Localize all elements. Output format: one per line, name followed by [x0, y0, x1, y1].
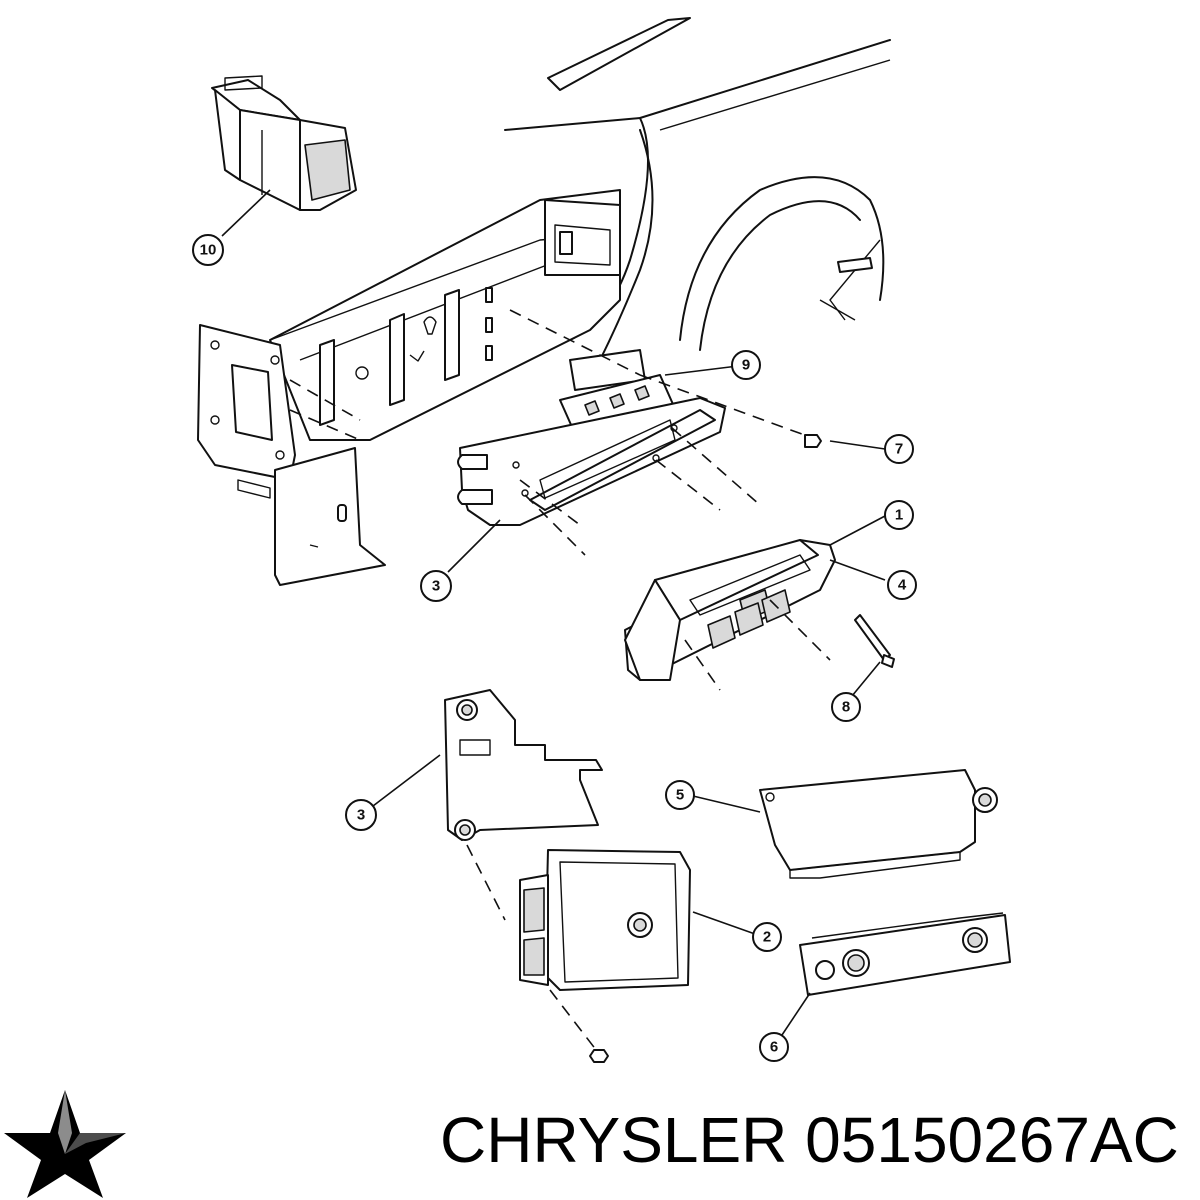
upper-module-bracket — [457, 309, 811, 556]
svg-text:7: 7 — [895, 441, 903, 458]
callout-6: 6 — [759, 1032, 789, 1062]
fender-outline — [504, 17, 891, 361]
callout-2: 2 — [752, 922, 782, 952]
svg-text:3: 3 — [432, 578, 440, 595]
svg-text:8: 8 — [842, 699, 850, 716]
svg-text:4: 4 — [898, 577, 907, 594]
part-5-bracket — [759, 769, 998, 879]
callout-7: 7 — [884, 434, 914, 464]
frame-rail — [197, 189, 621, 586]
bolt-7 — [804, 434, 822, 448]
callout-9: 9 — [731, 350, 761, 380]
part-2-ecu — [519, 849, 691, 1063]
part-10-bracket — [211, 75, 357, 211]
part-6-plate — [799, 912, 1011, 996]
callout-10: 10 — [192, 234, 224, 266]
svg-text:1: 1 — [895, 507, 903, 524]
part-caption: CHRYSLER 05150267AC — [440, 1108, 1179, 1172]
svg-text:3: 3 — [357, 807, 365, 824]
callout-8: 8 — [831, 692, 861, 722]
callout-4: 4 — [887, 570, 917, 600]
part-3-lower-bracket — [444, 689, 603, 921]
svg-text:5: 5 — [676, 787, 684, 804]
svg-text:6: 6 — [770, 1039, 778, 1056]
chrysler-pentastar-logo-icon — [2, 1088, 128, 1200]
brand-name: CHRYSLER — [440, 1104, 788, 1176]
callout-3-upper: 3 — [420, 570, 452, 602]
part-1-module — [624, 539, 836, 691]
svg-text:2: 2 — [763, 929, 771, 946]
callout-3-lower: 3 — [345, 799, 377, 831]
callout-5: 5 — [665, 780, 695, 810]
callout-1: 1 — [884, 500, 914, 530]
svg-text:10: 10 — [200, 242, 217, 259]
bolt-8 — [854, 614, 895, 668]
svg-text:9: 9 — [742, 357, 750, 374]
part-number: 05150267AC — [805, 1104, 1179, 1176]
